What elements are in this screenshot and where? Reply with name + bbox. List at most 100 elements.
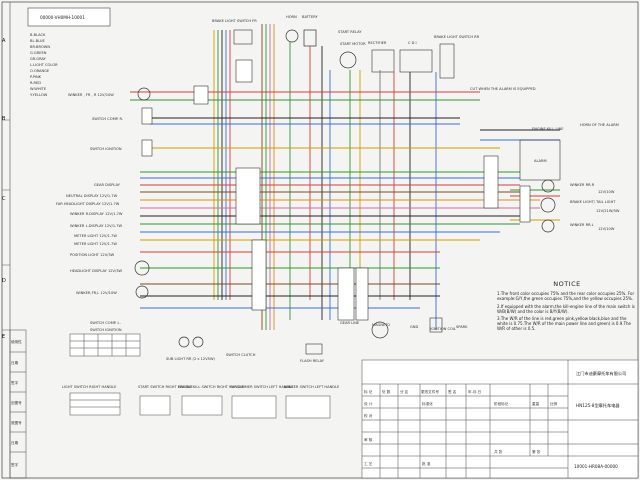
sub-light-label: SUB LIGHT RR (2 x 12V5W) xyxy=(166,357,216,361)
color-code: W.WHITE xyxy=(30,87,47,91)
row-letter: D xyxy=(2,278,6,284)
alarm-label: ALARM xyxy=(534,159,547,163)
position-light-label: POSITION LIGHT 12V/3W xyxy=(70,253,115,257)
engine-kill-table-title: ENGINE KILL SWITCH RIGHT HANDLE xyxy=(178,385,245,389)
title-cell: 签 名 xyxy=(448,389,457,394)
winker-rr-l-spec: 12V/10W xyxy=(598,227,615,231)
title-block: 江门市迪豪摩托车有限公司 HN125-8型摩托车电器 10001-HR08A-0… xyxy=(361,359,639,479)
title-cell: 处 数 xyxy=(382,389,391,394)
title-cell: 工 艺 xyxy=(364,461,373,466)
title-cell: 设 计 xyxy=(364,401,373,406)
color-code: P.PINK xyxy=(30,75,42,79)
engine-kill-label: ENGINE KILL LINE xyxy=(532,127,564,131)
title-cell: 校 对 xyxy=(364,413,373,418)
switch-ignition-table-title: SWITCH IGNITION xyxy=(90,328,122,332)
title-cell: 分 区 xyxy=(400,389,409,394)
brake-switch-rr-label: BRAKE LIGHT SWITCH RR xyxy=(434,35,480,39)
start-switch-table-title: START SWITCH RIGHT HANDLE xyxy=(138,385,193,389)
title-cell: 比例 xyxy=(550,401,558,406)
top-components: BRAKE LIGHT SWITCH FR HORN BATTERY START… xyxy=(212,15,480,79)
revision-cell: 日期 xyxy=(11,440,19,445)
notice-panel: NOTICE 1.The front color occupies 75% an… xyxy=(497,281,637,352)
spark-label: SPARK xyxy=(456,325,468,329)
title-cell: 阶段标记 xyxy=(494,401,509,406)
switch-tables: SWITCH IGNITION LIGHT SWITCH RIGHT HANDL… xyxy=(62,328,340,419)
revision-cell: 底图号 xyxy=(11,420,22,425)
title-cell: 第 张 xyxy=(532,449,541,454)
brake-switch-fr-label: BRAKE LIGHT SWITCH FR xyxy=(212,19,257,23)
connectors xyxy=(141,59,531,321)
switch-comp-r-label: SWITCH COMP. R. xyxy=(92,117,123,121)
right-components: CUT WHEN THE ALARM IS EQUIPPED HORN OF T… xyxy=(470,87,620,233)
magneto-label: MAGNETO xyxy=(372,323,390,327)
neutral-display-label: NEUTRAL DISPLAY 12V/1.7W xyxy=(66,194,118,198)
horn-symbol xyxy=(285,29,299,43)
meter-light-label: METER LIGHT 12V/1.7W xyxy=(74,242,117,246)
color-code-legend: B.BLACK BL.BLUE BR.BROWN G.GREEN GR.GRAY… xyxy=(30,33,58,97)
title-cell: 批 准 xyxy=(422,461,431,466)
model-name: HN125-8型摩托车电器 xyxy=(576,402,620,409)
winker-r-display-label: WINKER R.DISPLAY 12V/1.7W xyxy=(70,212,123,216)
color-code: L.LIGHT COLOR xyxy=(30,63,58,67)
drawing-number: 00000-VH0MH-10001 xyxy=(40,15,85,20)
headlight-label: HEADLIGHT DISPLAY 12V/3W xyxy=(70,269,122,273)
winker-rr-l-label: WINKER RR.L xyxy=(570,223,594,227)
ignition-coil-label: IGNITION COIL xyxy=(430,327,456,331)
document-number: 10001-HR08A-00000 xyxy=(574,464,618,469)
rectifier-label: RECTIFIER xyxy=(368,41,387,45)
title-cell: 共 张 xyxy=(494,449,503,454)
notice-item: 3.The W/R of the line is red,green pink,… xyxy=(497,316,632,332)
row-letter: B xyxy=(2,116,6,122)
cdi-label: C D I xyxy=(408,41,417,45)
title-cell: 标 记 xyxy=(364,389,373,394)
meter-light-label: METER LIGHT 12V/1.7W xyxy=(74,234,117,238)
row-letter: A xyxy=(2,38,6,44)
revision-column: 使用性 日期 签字 旧图号 底图号 日期 签字 xyxy=(9,329,27,479)
title-cell: 标准化 xyxy=(422,401,433,406)
winker-rr-r-spec: 12V/10W xyxy=(598,190,615,194)
revision-cell: 日期 xyxy=(11,360,19,365)
title-cell: 年.月.日 xyxy=(468,389,481,394)
brake-light-label: BRAKE LIGHT/ TAIL LIGHT xyxy=(570,200,616,204)
left-components: WINKER , FR , R 12V/10W SWITCH COMP. R. … xyxy=(56,87,151,325)
color-code: B.BLACK xyxy=(30,33,46,37)
company-name: 江门市迪豪摩托车有限公司 xyxy=(576,370,626,377)
brake-light-spec: 12V/21W/5W xyxy=(596,209,620,213)
horn-alarm-label: HORN OF THE ALARM xyxy=(580,123,619,127)
far-headlight-display-label: FAR HEADLIGHT DISPLAY 12V/1.7W xyxy=(56,202,120,206)
battery-label: BATTERY xyxy=(302,15,319,19)
revision-cell: 旧图号 xyxy=(11,400,22,405)
winker-fr-r-label: WINKER , FR , R 12V/10W xyxy=(68,93,114,97)
row-letter: E xyxy=(2,334,5,340)
winker-switch-table-title: WINKER SWITCH LEFT HANDLE xyxy=(284,385,340,389)
far-dimmer-table-title: FAR DIMMER SWITCH LEFT HANDLE xyxy=(230,385,294,389)
revision-cell: 使用性 xyxy=(11,339,22,344)
notice-item: 1.The front color occupies 75% and the r… xyxy=(497,291,635,302)
gnd-label: GND xyxy=(410,325,418,329)
start-motor-label: START MOTOR xyxy=(340,42,366,46)
color-code: GR.GRAY xyxy=(30,57,47,61)
winker-fl-label: WINKER,FR,L 12V/10W xyxy=(76,291,117,295)
wire-harness xyxy=(130,24,560,330)
revision-cell: 签字 xyxy=(11,462,19,467)
color-code: BR.BROWN xyxy=(30,45,50,49)
bottom-components: SUB LIGHT RR (2 x 12V5W) SWITCH CLUTCH F… xyxy=(166,317,468,363)
notice-item: 2.If equipped with the alarm,the kill-en… xyxy=(497,303,635,314)
color-code: R.RED xyxy=(30,81,41,85)
switch-clutch-label: SWITCH CLUTCH xyxy=(226,353,256,357)
title-cell: 重量 xyxy=(532,401,540,406)
row-letter: C xyxy=(2,196,6,202)
start-motor-symbol xyxy=(339,51,357,69)
title-cell: 审 核 xyxy=(364,437,373,442)
start-relay-label: START RELAY xyxy=(338,30,362,34)
light-switch-table-title: LIGHT SWITCH RIGHT HANDLE xyxy=(62,385,117,389)
switch-ignition-label: SWITCH IGNITION xyxy=(90,147,122,151)
color-code: O.ORANGE xyxy=(30,69,50,73)
color-code: Y.YELLOW xyxy=(30,93,48,97)
color-code: BL.BLUE xyxy=(30,39,46,43)
color-code: G.GREEN xyxy=(30,51,47,55)
horn-label: HORN xyxy=(286,15,297,19)
gear-display-label: GEAR DISPLAY xyxy=(94,183,121,187)
revision-cell: 签字 xyxy=(11,380,19,385)
